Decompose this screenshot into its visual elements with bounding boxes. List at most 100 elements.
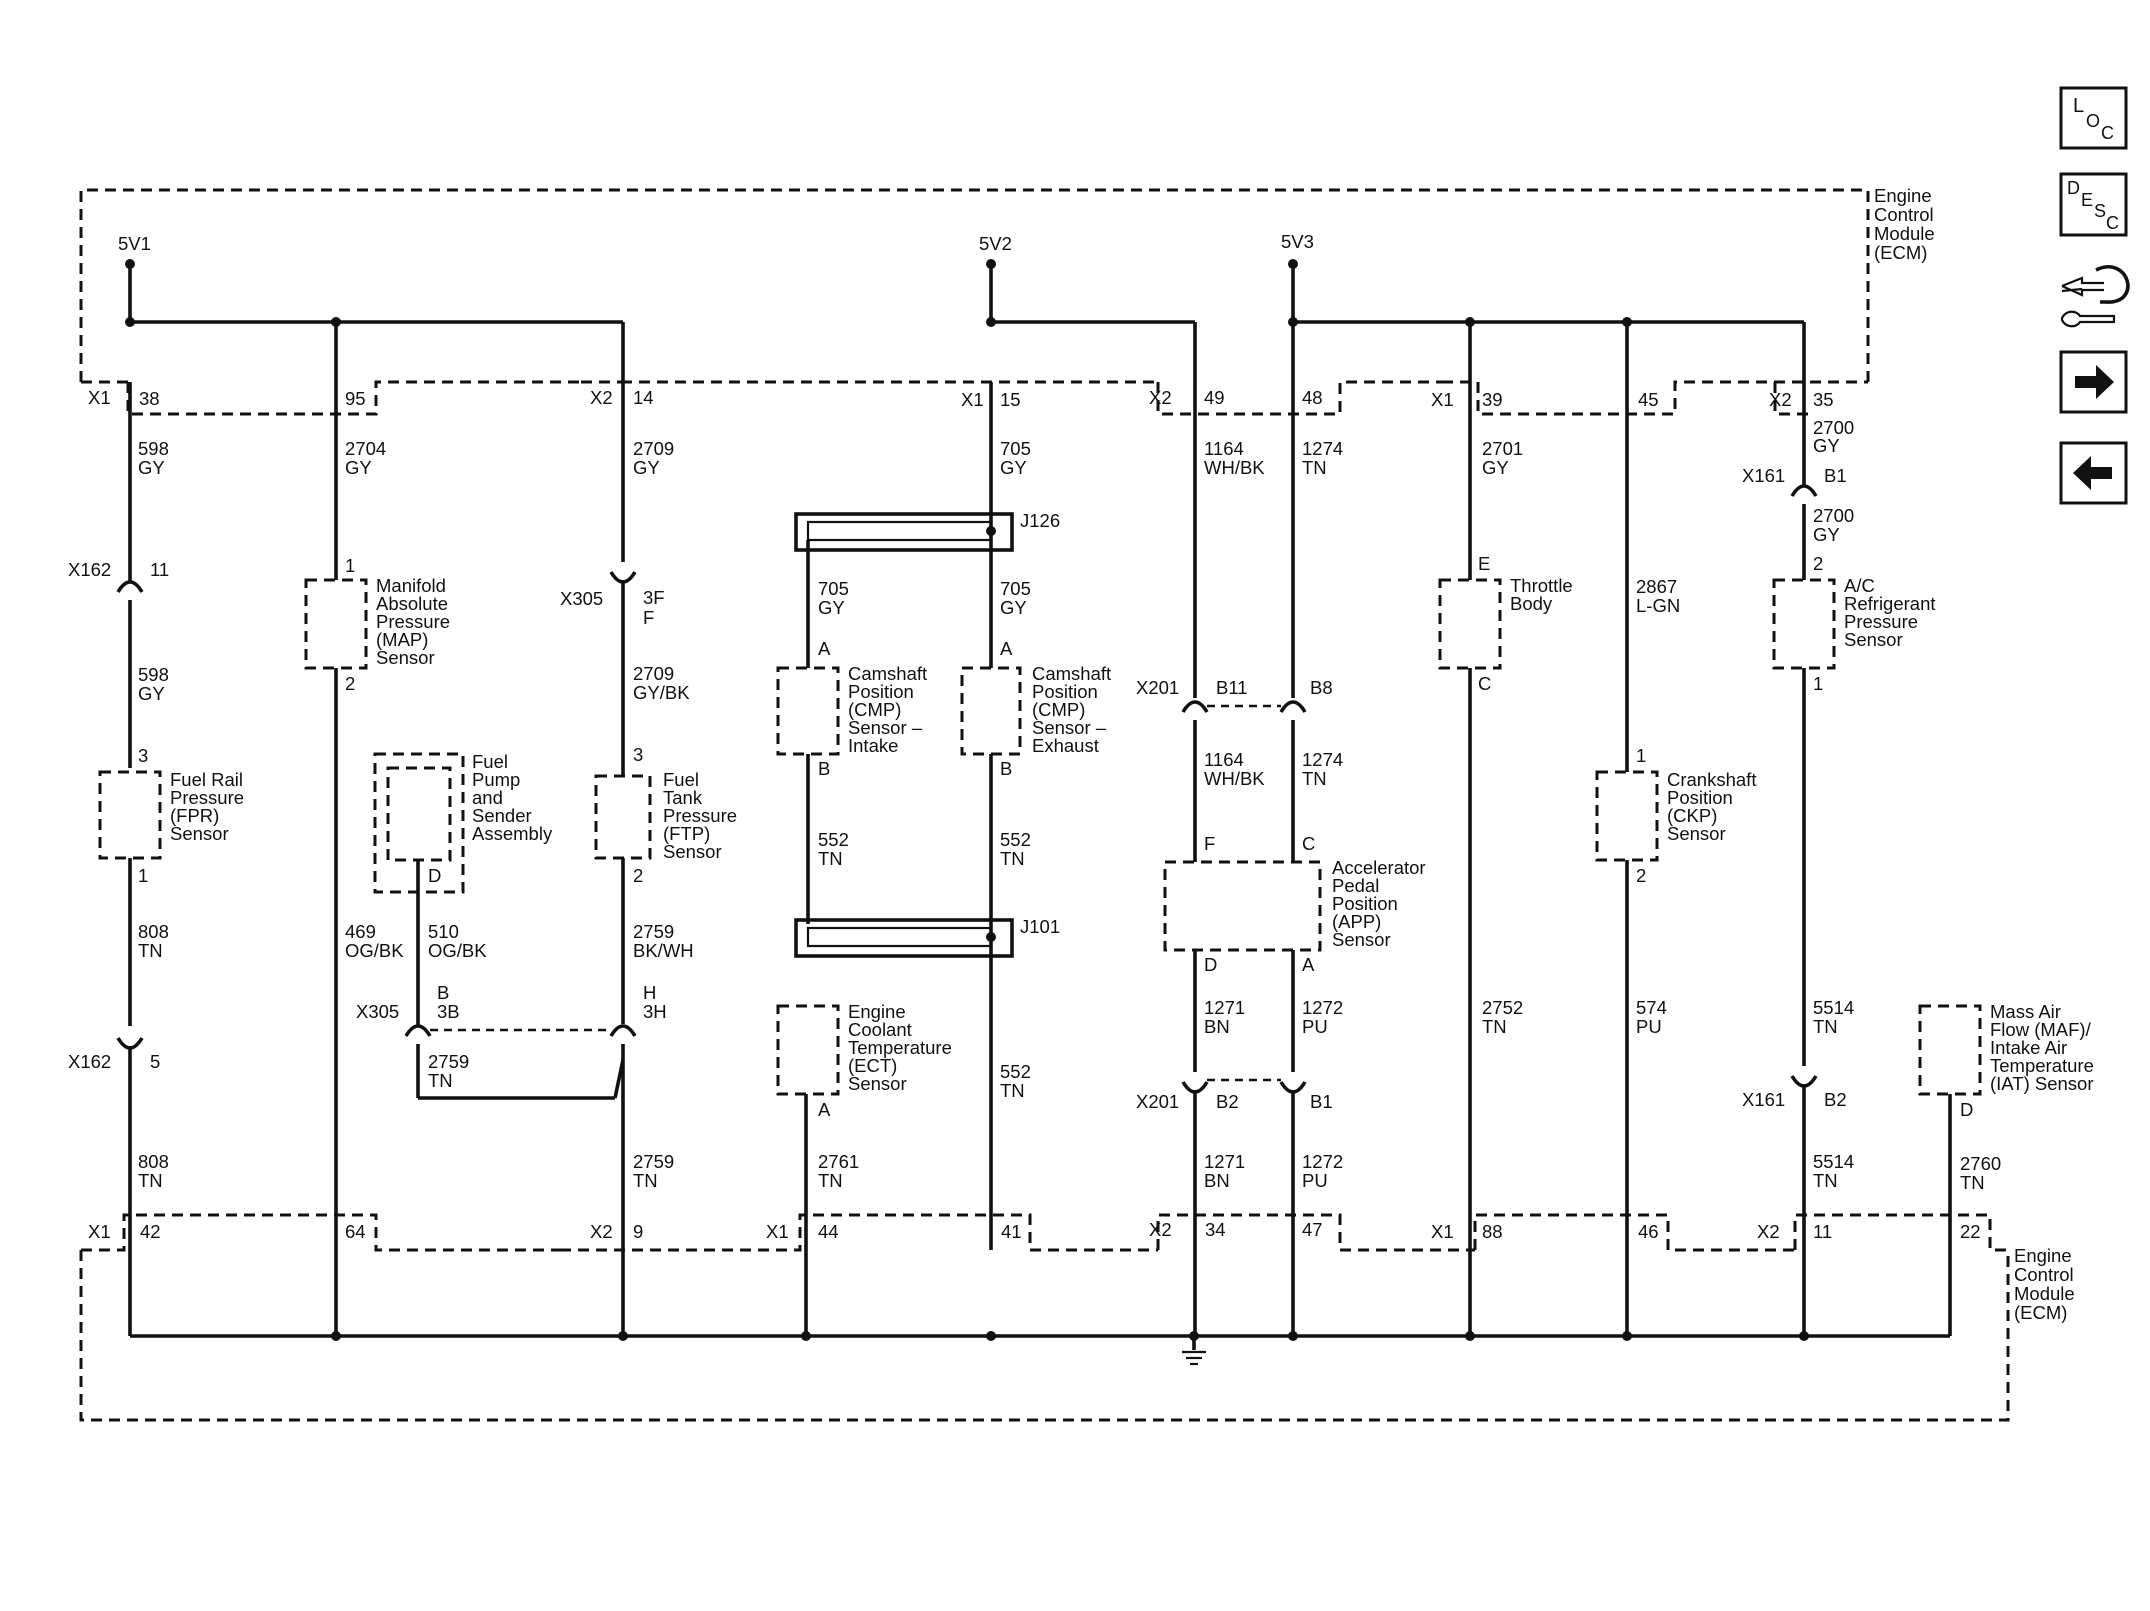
svg-text:X2: X2 <box>1769 389 1792 410</box>
svg-text:2709: 2709 <box>633 438 674 459</box>
svg-text:2752: 2752 <box>1482 997 1523 1018</box>
svg-text:(IAT) Sensor: (IAT) Sensor <box>1990 1073 2093 1094</box>
svg-text:598: 598 <box>138 438 169 459</box>
svg-text:PU: PU <box>1302 1016 1328 1037</box>
svg-text:Body: Body <box>1510 593 1553 614</box>
svg-text:705: 705 <box>1000 578 1031 599</box>
svg-text:598: 598 <box>138 664 169 685</box>
loc-button[interactable]: L O C <box>2059 86 2128 150</box>
svg-text:GY: GY <box>138 457 165 478</box>
svg-text:Sensor: Sensor <box>1332 929 1391 950</box>
svg-text:TN: TN <box>633 1170 658 1191</box>
svg-text:Camshaft: Camshaft <box>848 663 927 684</box>
svg-text:2759: 2759 <box>633 921 674 942</box>
ecm-top-label: Engine Control Module (ECM) <box>1874 185 1935 263</box>
svg-text:1274: 1274 <box>1302 749 1343 770</box>
svg-text:B8: B8 <box>1310 677 1333 698</box>
svg-text:X1: X1 <box>1431 389 1454 410</box>
svg-text:2: 2 <box>1813 553 1823 574</box>
svg-text:X162: X162 <box>68 1051 111 1072</box>
svg-text:2: 2 <box>1636 865 1646 886</box>
svg-text:A: A <box>1302 954 1315 975</box>
svg-text:TN: TN <box>1000 848 1025 869</box>
svg-text:3H: 3H <box>643 1001 667 1022</box>
svg-text:Mass Air: Mass Air <box>1990 1001 2061 1022</box>
svg-text:Pump: Pump <box>472 769 520 790</box>
svg-text:Engine: Engine <box>1874 185 1932 206</box>
svg-text:Coolant: Coolant <box>848 1019 912 1040</box>
svg-text:TN: TN <box>818 1170 843 1191</box>
svg-text:14: 14 <box>633 387 654 408</box>
svg-text:38: 38 <box>139 388 160 409</box>
svg-text:TN: TN <box>428 1070 453 1091</box>
desc-button[interactable]: D E S C <box>2059 172 2128 237</box>
svg-text:C: C <box>1478 673 1491 694</box>
circuit-throttle: 2701 GY E C Throttle Body 2752 TN <box>1438 322 1573 1336</box>
circuit-fpr: 598 GY X162 11 598 GY 3 1 Fuel Rail Pres… <box>68 382 244 1336</box>
svg-text:3: 3 <box>138 745 148 766</box>
svg-text:1271: 1271 <box>1204 1151 1245 1172</box>
circuit-ckp: 2867 L-GN 1 2 Crankshaft Position (CKP) … <box>1595 322 1756 1336</box>
svg-text:1: 1 <box>1636 745 1646 766</box>
bottom-connector-labels: X1 42 64 X2 9 X1 44 41 X2 34 47 X1 88 46… <box>88 1219 1981 1242</box>
svg-text:1272: 1272 <box>1302 1151 1343 1172</box>
svg-text:GY: GY <box>1813 435 1840 456</box>
svg-text:88: 88 <box>1482 1221 1503 1242</box>
svg-text:Camshaft: Camshaft <box>1032 663 1111 684</box>
svg-text:Tank: Tank <box>663 787 703 808</box>
supply-5v1: 5V1 <box>118 233 625 382</box>
svg-text:H: H <box>643 982 656 1003</box>
svg-text:GY: GY <box>1000 457 1027 478</box>
svg-text:E: E <box>1478 553 1490 574</box>
svg-text:BK/WH: BK/WH <box>633 940 694 961</box>
svg-text:2704: 2704 <box>345 438 386 459</box>
svg-text:Assembly: Assembly <box>472 823 553 844</box>
svg-text:15: 15 <box>1000 389 1021 410</box>
svg-text:TN: TN <box>1960 1172 1985 1193</box>
svg-text:A/C: A/C <box>1844 575 1875 596</box>
svg-text:Fuel Rail: Fuel Rail <box>170 769 243 790</box>
svg-text:F: F <box>1204 833 1215 854</box>
svg-text:TN: TN <box>1813 1016 1838 1037</box>
svg-text:2759: 2759 <box>428 1051 469 1072</box>
svg-text:1271: 1271 <box>1204 997 1245 1018</box>
svg-text:PU: PU <box>1302 1170 1328 1191</box>
forward-arrow-icon <box>2075 365 2114 399</box>
svg-text:GY: GY <box>345 457 372 478</box>
back-arrow-icon <box>2073 456 2112 490</box>
svg-text:Absolute: Absolute <box>376 593 448 614</box>
svg-text:1: 1 <box>138 865 148 886</box>
svg-text:22: 22 <box>1960 1221 1981 1242</box>
svg-text:Flow (MAF)/: Flow (MAF)/ <box>1990 1019 2092 1040</box>
svg-text:Crankshaft: Crankshaft <box>1667 769 1756 790</box>
svg-text:Position: Position <box>1667 787 1733 808</box>
svg-text:2700: 2700 <box>1813 505 1854 526</box>
connector-end-view-icon[interactable] <box>2060 265 2130 328</box>
svg-text:(ECM): (ECM) <box>2014 1302 2067 1323</box>
svg-text:Sensor: Sensor <box>1667 823 1726 844</box>
back-arrow-button[interactable] <box>2059 441 2128 505</box>
forward-arrow-button[interactable] <box>2059 350 2128 414</box>
svg-text:Sensor –: Sensor – <box>1032 717 1107 738</box>
svg-text:X1: X1 <box>961 389 984 410</box>
svg-text:WH/BK: WH/BK <box>1204 457 1265 478</box>
svg-text:TN: TN <box>138 1170 163 1191</box>
svg-text:5514: 5514 <box>1813 997 1854 1018</box>
svg-text:45: 45 <box>1638 389 1659 410</box>
svg-text:1: 1 <box>345 555 355 576</box>
svg-text:J126: J126 <box>1020 510 1060 531</box>
svg-text:GY: GY <box>818 597 845 618</box>
circuit-app: 1164 WH/BK 1274 TN X201 B11 B8 1164 WH/B… <box>1136 322 1426 1336</box>
svg-text:(APP): (APP) <box>1332 911 1381 932</box>
svg-text:(CMP): (CMP) <box>1032 699 1085 720</box>
svg-text:95: 95 <box>345 388 366 409</box>
svg-text:Engine: Engine <box>2014 1245 2072 1266</box>
svg-text:X1: X1 <box>88 387 111 408</box>
svg-text:PU: PU <box>1636 1016 1662 1037</box>
svg-text:47: 47 <box>1302 1219 1323 1240</box>
ecm-bottom-box <box>79 1213 2010 1422</box>
svg-text:Intake Air: Intake Air <box>1990 1037 2067 1058</box>
svg-text:Fuel: Fuel <box>663 769 699 790</box>
svg-text:42: 42 <box>140 1221 161 1242</box>
